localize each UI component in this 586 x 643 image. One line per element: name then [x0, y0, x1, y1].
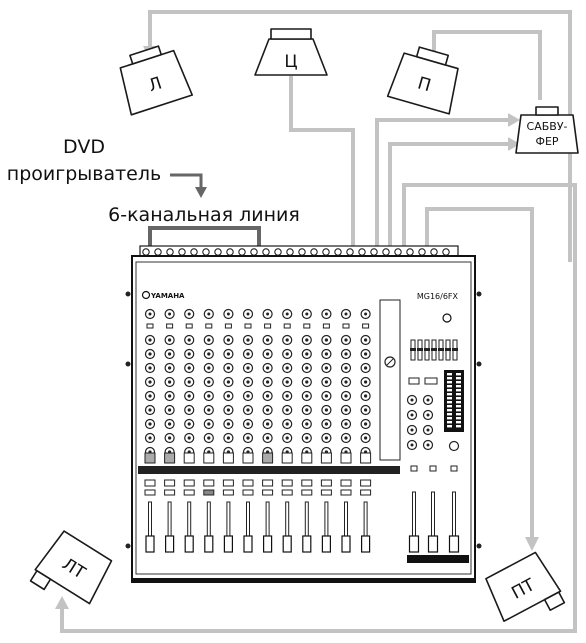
aux-section [379, 299, 401, 461]
cable-sub-2-arrow [508, 137, 520, 151]
power-indicator [442, 313, 452, 323]
cable-rear-right [425, 207, 534, 541]
channel-strip [360, 308, 372, 553]
mixer: YAMAHA MG16/6FX [125, 245, 482, 583]
rear-connectors [142, 248, 450, 256]
yamaha-logo-icon [141, 290, 151, 300]
cable-sub-1 [375, 118, 512, 250]
speaker-subwoofer-label-2: ФЕР [535, 135, 558, 148]
cable-sub-1-arrow [508, 113, 520, 127]
channel-strip [301, 308, 313, 553]
channel-strip [281, 308, 293, 553]
cable-center [289, 76, 355, 248]
speaker-subwoofer: САБВУ- ФЕР [515, 106, 579, 154]
master-section [406, 339, 460, 553]
source-arrow [170, 173, 207, 198]
source-label-dvd: DVD [63, 136, 105, 158]
channel-strip [164, 308, 176, 553]
channel-strip [203, 308, 215, 553]
speaker-rear-right: ПТ [485, 551, 566, 623]
channel-strip [320, 308, 332, 553]
cable-rear-right-arrow [525, 537, 539, 551]
speaker-left: Л [119, 45, 194, 116]
channel-strip [340, 308, 352, 553]
mixer-body [131, 255, 476, 583]
cable-rear-left [60, 183, 577, 633]
channel-strips [144, 308, 372, 553]
speaker-center: Ц [254, 28, 328, 76]
speaker-right: П [386, 46, 459, 115]
cables [55, 10, 577, 633]
channel-strip [222, 308, 234, 553]
cable-rear-left-arrow [55, 596, 69, 609]
speaker-center-label: Ц [284, 52, 297, 72]
speaker-left-label: Л [146, 73, 164, 96]
speaker-rear-left: ЛТ [29, 530, 113, 605]
channel-strip [144, 308, 156, 553]
cable-right [432, 30, 542, 100]
channel-strip [242, 308, 254, 553]
speaker-right-label: П [415, 74, 433, 97]
channel-strip [262, 308, 274, 553]
mixer-brand: YAMAHA [150, 292, 185, 300]
channel-strip [183, 308, 195, 553]
mixer-model: MG16/6FX [417, 292, 459, 301]
speaker-subwoofer-label-1: САБВУ- [527, 120, 568, 133]
line-label: 6-канальная линия [108, 204, 300, 226]
line-bracket [148, 226, 261, 250]
source-label-player: проигрыватель [7, 163, 161, 185]
cable-sub-2 [388, 142, 512, 250]
